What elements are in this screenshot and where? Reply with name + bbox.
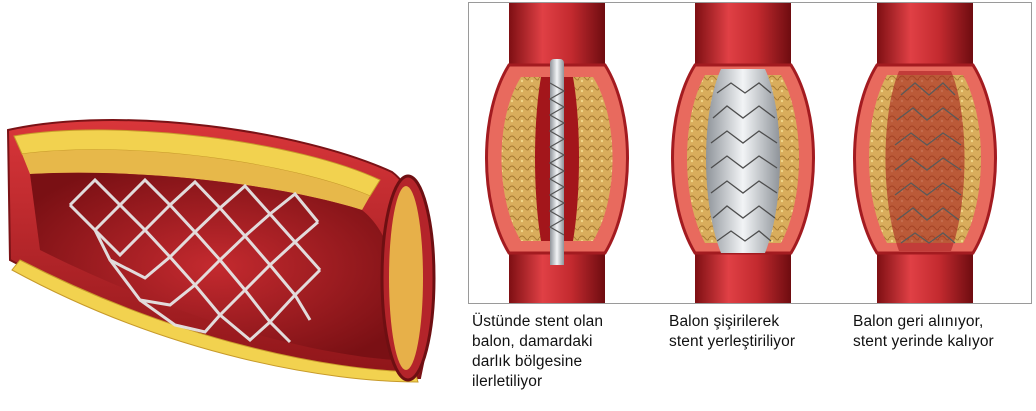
step-1-illustration bbox=[487, 3, 628, 303]
stent-steps-panel bbox=[468, 2, 1032, 304]
balloon-catheter-1 bbox=[550, 59, 564, 271]
caption-step-2: Balon şişirilerek stent yerleştiriliyor bbox=[669, 312, 849, 352]
caption-step-3: Balon geri alınıyor, stent yerinde kalıy… bbox=[853, 312, 1036, 352]
caption-step-1: Üstünde stent olan balon, damardaki darl… bbox=[472, 312, 652, 392]
step-3-illustration bbox=[855, 3, 996, 303]
artery-cutaway-illustration bbox=[0, 110, 440, 406]
inflated-balloon bbox=[706, 69, 780, 253]
step-2-illustration bbox=[673, 3, 814, 303]
